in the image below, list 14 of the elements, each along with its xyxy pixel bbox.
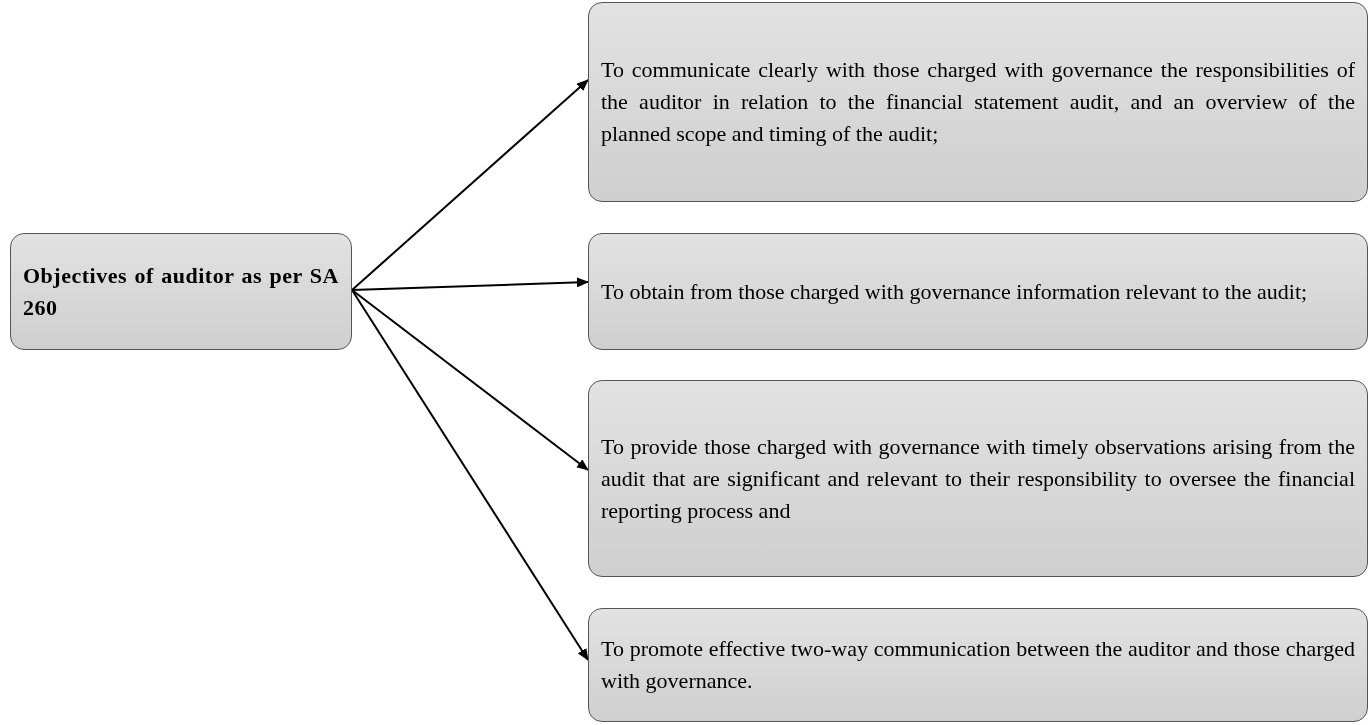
objective-box [588, 608, 1368, 722]
arrow [351, 289, 589, 661]
topic-text: Objectives of auditor as per SA 260 [23, 261, 339, 322]
objective-box [588, 2, 1368, 202]
objective-text: To communicate clearly with those charged with governance the responsibilities of the auditor in relation to the financial statement audit, and an overview of the planned scope and timing of the audit; [601, 56, 1355, 148]
objective-text: To obtain from those charged with governance information relevant to the audit; [601, 277, 1309, 306]
arrow [351, 277, 589, 291]
objective-text: To provide those charged with governance with timely observations arising from the audit that are significant and relevant to their responsibility to oversee the financial reporting process and [601, 432, 1355, 525]
arrow [351, 289, 589, 471]
arrow [351, 79, 589, 291]
objective-box [588, 233, 1368, 350]
objective-box [588, 380, 1368, 577]
topic-box [10, 233, 352, 350]
objective-text: To promote effective two-way communication between the auditor and those charged with governance. [601, 635, 1355, 695]
